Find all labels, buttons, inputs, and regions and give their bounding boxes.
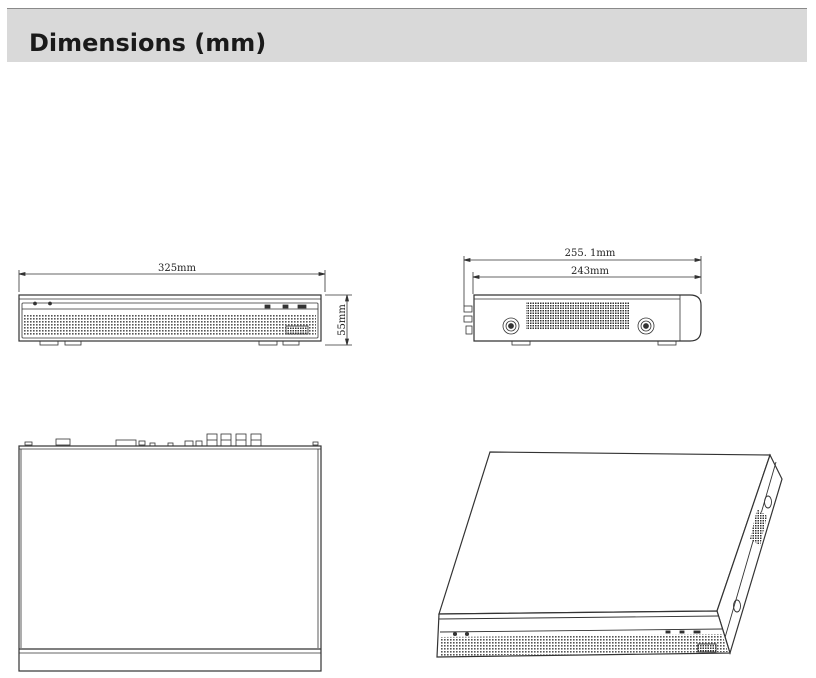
side-view: 255. 1mm 243mm (463, 248, 702, 346)
side-body-depth-label: 243mm (571, 266, 610, 277)
iso-screw-icon (733, 599, 741, 613)
power-led-icon (33, 301, 37, 306)
side-screw-icon (637, 317, 655, 335)
front-width-label: 325mm (158, 263, 197, 274)
iso-screw-icon (764, 495, 772, 509)
section-header: Dimensions (mm) (7, 9, 807, 62)
status-led-icon (48, 301, 52, 306)
front-view: 325mm 55mm (18, 263, 352, 346)
side-vent-grille (526, 302, 630, 329)
side-body-depth-dimension: 243mm (472, 266, 702, 294)
rear-connectors (24, 433, 319, 447)
top-chassis (18, 445, 322, 672)
side-overall-depth-dimension: 255. 1mm (463, 248, 702, 306)
page-title: Dimensions (mm) (29, 29, 267, 57)
side-screw-icon (502, 317, 520, 335)
side-overall-depth-label: 255. 1mm (565, 248, 616, 259)
side-chassis (473, 294, 702, 342)
header-rule (7, 8, 807, 9)
top-view (18, 433, 322, 672)
iso-top-face (438, 451, 771, 615)
front-logo-plate (285, 325, 309, 335)
iso-front-vent (440, 634, 728, 656)
isometric-view (436, 451, 783, 658)
front-width-dimension: 325mm (18, 263, 326, 292)
front-vent-grille (24, 314, 316, 336)
front-height-label: 55mm (337, 304, 348, 336)
iso-side-vent (750, 509, 767, 546)
front-height-dimension: 55mm (325, 294, 352, 346)
front-chassis (18, 294, 322, 342)
